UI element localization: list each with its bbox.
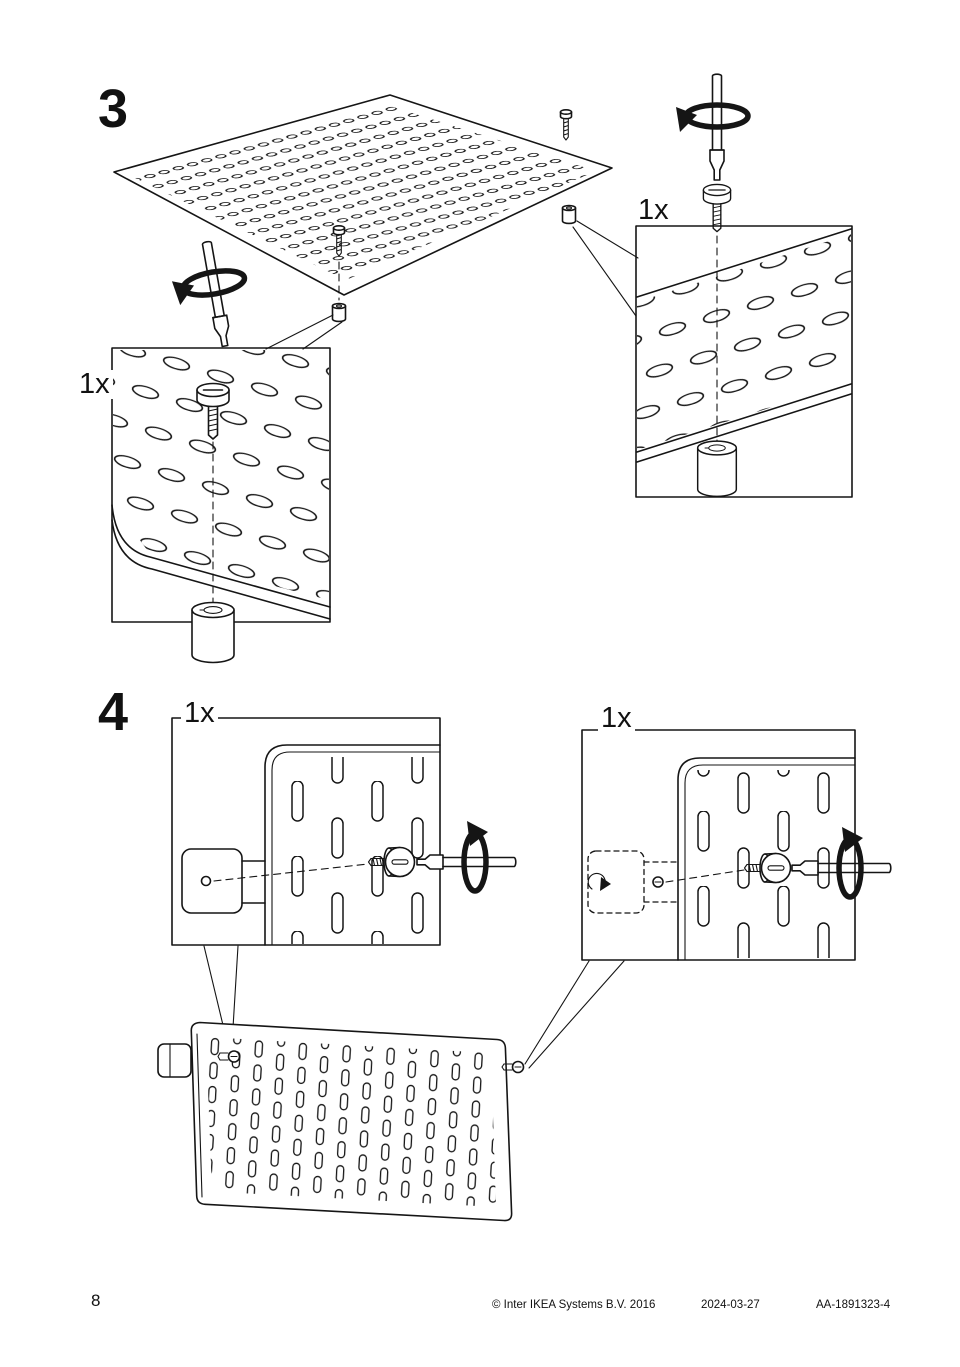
step3-zoom-lines-right — [572, 220, 639, 317]
qty-label-step4-left: 1x — [181, 699, 218, 728]
step-3-number: 3 — [98, 79, 129, 139]
screw-left-front — [217, 1050, 241, 1063]
step-4-number: 4 — [98, 682, 129, 742]
step4-zoom-right-box — [581, 729, 891, 961]
step4-pegboard-front — [157, 1021, 525, 1222]
qty-label-step3-left: 1x — [76, 370, 113, 399]
qty-label-step4-right: 1x — [598, 704, 635, 733]
step3-pegboard-perspective — [113, 94, 613, 296]
step4-illustration — [157, 717, 891, 1222]
edge-bracket — [157, 1043, 192, 1078]
step4-zoom-lines-right — [524, 960, 625, 1069]
qty-label-step3-right: 1x — [635, 196, 672, 225]
step3-zoom-left-box — [111, 236, 331, 664]
footer-date: 2024-03-27 — [701, 1299, 760, 1311]
step3-zoom-lines-left — [265, 314, 343, 350]
connector-bracket — [181, 848, 266, 914]
hidden-bracket-dashed — [587, 850, 677, 914]
step3-zoom-right-box — [635, 74, 853, 498]
step3-screw-left-position — [331, 225, 347, 323]
step3-illustration — [111, 74, 853, 664]
page-number: 8 — [91, 1291, 101, 1310]
footer-copyright: © Inter IKEA Systems B.V. 2016 — [492, 1299, 656, 1311]
screw-right-front — [501, 1060, 525, 1074]
step4-zoom-left-box — [171, 717, 516, 946]
footer-document-id: AA-1891323-4 — [816, 1299, 891, 1311]
